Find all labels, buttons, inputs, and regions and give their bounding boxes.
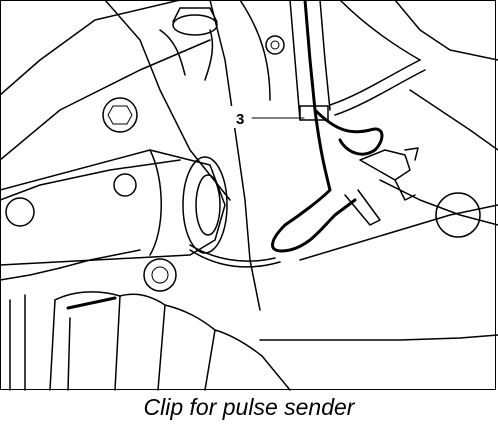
figure-caption: Clip for pulse sender <box>143 394 355 420</box>
bolts <box>5 35 481 292</box>
sender-housing <box>0 149 228 266</box>
sensor-wiring <box>189 0 426 268</box>
callout-3: 3 <box>220 106 305 128</box>
figure-frame <box>0 0 496 390</box>
drive-boot <box>9 291 291 391</box>
callout-number: 3 <box>236 111 244 128</box>
housing-outline <box>0 0 498 341</box>
engine-drawing: 3 <box>0 0 498 391</box>
hose <box>159 7 218 81</box>
